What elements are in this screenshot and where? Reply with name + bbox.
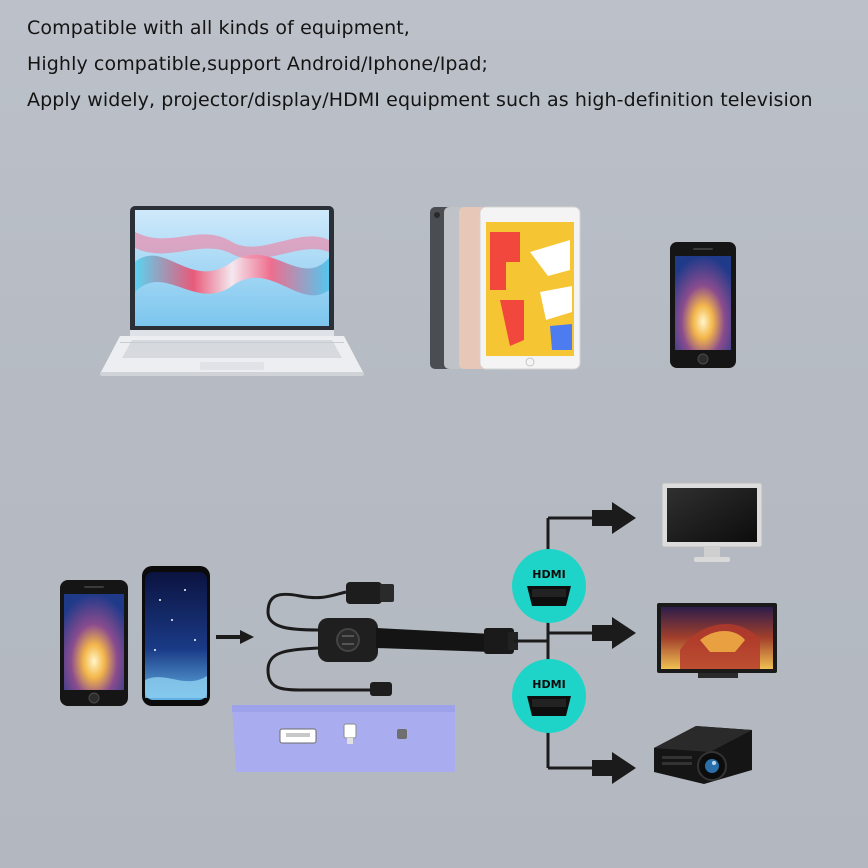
monitor-icon — [661, 482, 763, 562]
headline-line-1: Compatible with all kinds of equipment, — [27, 17, 410, 39]
headline-line-3: Apply widely, projector/display/HDMI equ… — [27, 89, 813, 111]
phone-icon — [60, 580, 128, 706]
arrow-right-icon — [240, 630, 254, 644]
hdmi-badge-top: HDMI — [512, 549, 586, 623]
headline-line-2: Highly compatible,support Android/Iphone… — [27, 53, 488, 75]
arrow-right-icon — [592, 617, 636, 649]
tv-icon — [657, 603, 777, 678]
phone-icon — [670, 242, 736, 368]
arrow-right-icon — [592, 752, 636, 784]
lightning-port-icon — [343, 723, 357, 739]
micro-port-icon — [397, 729, 407, 739]
laptop-icon — [100, 206, 364, 376]
port-panel — [232, 705, 455, 772]
arrow-right-icon — [592, 502, 636, 534]
hdmi-label: HDMI — [532, 678, 565, 691]
projector-icon — [654, 726, 752, 784]
hdmi-badge-bottom: HDMI — [512, 659, 586, 733]
tablet-icon — [430, 206, 581, 370]
headline: Compatible with all kinds of equipment, … — [27, 10, 857, 118]
phone-icon — [142, 566, 210, 706]
hdmi-label: HDMI — [532, 568, 565, 581]
wireless-display-dongle-icon — [266, 582, 518, 696]
